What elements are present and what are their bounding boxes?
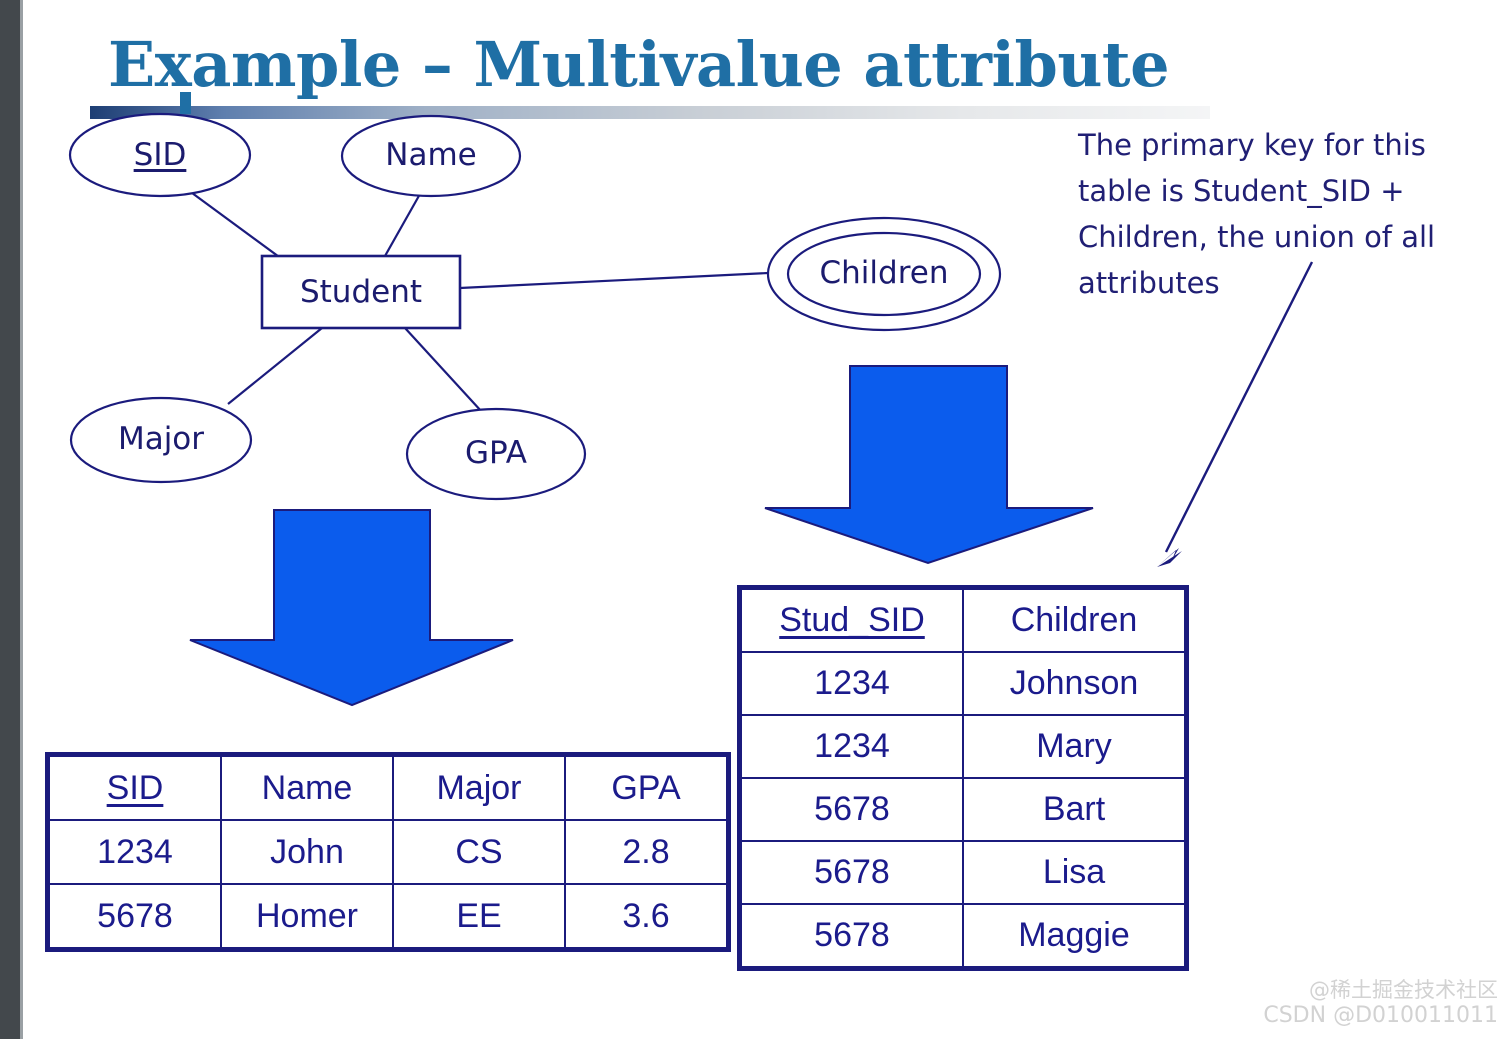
- cell-stud-sid: 5678: [740, 840, 964, 905]
- cell-child: Mary: [962, 714, 1186, 779]
- er-label-sid: SID: [133, 137, 187, 173]
- edge-name-student: [384, 193, 421, 257]
- primary-key-note: The primary key for this table is Studen…: [1078, 128, 1436, 300]
- title-underline-bar: [90, 106, 1210, 119]
- watermark: @稀土掘金技术社区 CSDN @D010011011: [1263, 977, 1498, 1029]
- student-relation-table: SID Name Major GPA 1234 John CS 2.8 5678…: [45, 752, 731, 952]
- column-header-major: Major: [392, 755, 566, 821]
- cell-child: Bart: [962, 777, 1186, 842]
- er-label-major: Major: [117, 421, 205, 457]
- title-accent-tick: [180, 92, 191, 114]
- table-header-row: SID Name Major GPA: [48, 755, 728, 821]
- watermark-line-2: CSDN @D010011011: [1263, 1003, 1498, 1028]
- cell-name: John: [220, 819, 394, 885]
- er-label-gpa: GPA: [465, 435, 527, 471]
- cell-stud-sid: 1234: [740, 714, 964, 779]
- left-gutter-bar: [0, 0, 20, 1039]
- table-row: 5678 Bart: [740, 777, 1186, 842]
- note-pointer-arrow: [1157, 261, 1314, 567]
- table-row: 5678 Lisa: [740, 840, 1186, 905]
- table-row: 1234 Johnson: [740, 651, 1186, 716]
- left-gutter-edge: [20, 0, 23, 1039]
- column-header-name: Name: [220, 755, 394, 821]
- cell-child: Johnson: [962, 651, 1186, 716]
- column-header-children: Children: [962, 588, 1186, 653]
- column-header-gpa: GPA: [564, 755, 728, 821]
- er-label-name: Name: [385, 137, 477, 173]
- table-row: 1234 Mary: [740, 714, 1186, 779]
- cell-stud-sid: 5678: [740, 903, 964, 968]
- er-label-children: Children: [819, 255, 949, 291]
- children-relation-table: Stud_SID Children 1234 Johnson 1234 Mary…: [737, 585, 1189, 971]
- edge-major-student: [227, 327, 323, 405]
- cell-child: Lisa: [962, 840, 1186, 905]
- table-row: 1234 John CS 2.8: [48, 819, 728, 885]
- cell-sid: 1234: [48, 819, 222, 885]
- cell-major: CS: [392, 819, 566, 885]
- edge-gpa-student: [404, 327, 483, 413]
- edge-children-student: [459, 271, 769, 290]
- column-header-sid: SID: [48, 755, 222, 821]
- cell-sid: 5678: [48, 883, 222, 949]
- cell-stud-sid: 1234: [740, 651, 964, 716]
- down-arrow-to-student-table: [189, 509, 514, 707]
- cell-name: Homer: [220, 883, 394, 949]
- down-arrow-to-children-table: [764, 365, 1094, 565]
- table-header-row: Stud_SID Children: [740, 588, 1186, 653]
- watermark-line-1: @稀土掘金技术社区: [1309, 978, 1498, 1002]
- table-row: 5678 Homer EE 3.6: [48, 883, 728, 949]
- cell-child: Maggie: [962, 903, 1186, 968]
- er-label-student-entity: Student: [299, 274, 423, 310]
- cell-gpa: 2.8: [564, 819, 728, 885]
- cell-major: EE: [392, 883, 566, 949]
- page-title: Example – Multivalue attribute: [108, 28, 1170, 101]
- edge-sid-student: [187, 189, 287, 263]
- cell-gpa: 3.6: [564, 883, 728, 949]
- table-row: 5678 Maggie: [740, 903, 1186, 968]
- column-header-stud-sid: Stud_SID: [740, 588, 964, 653]
- cell-stud-sid: 5678: [740, 777, 964, 842]
